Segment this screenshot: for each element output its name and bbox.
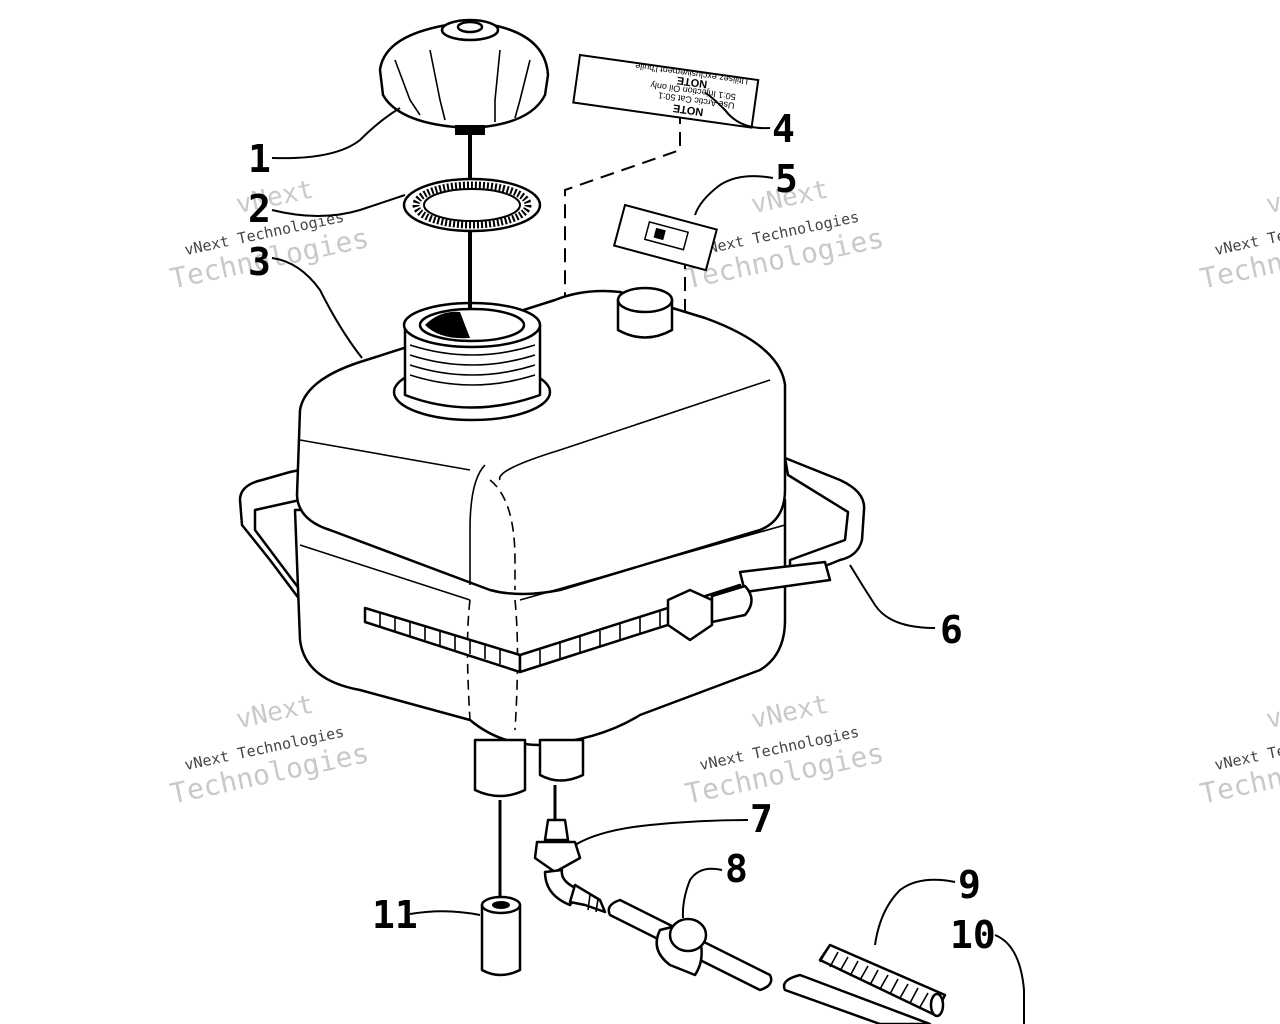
- callout-6: 6: [940, 608, 963, 652]
- callout-9: 9: [958, 863, 981, 907]
- part-11-grommet: [480, 800, 522, 977]
- leader-lines: [271, 92, 1025, 1024]
- watermark: vNext vNext Technologies Technologies: [1197, 690, 1280, 811]
- thread-lines: [409, 344, 536, 386]
- part-6-strap-band: [363, 560, 832, 674]
- part-8-hose-clamp: [607, 898, 932, 1024]
- part-1-filler-cap: [378, 18, 550, 190]
- part-9-spring-guard: [818, 943, 947, 1018]
- callout-10: 10: [950, 913, 996, 957]
- strap-serrations: [379, 611, 661, 665]
- svg-text:vNext: vNext: [748, 690, 831, 736]
- part-5-level-decal: [612, 203, 718, 272]
- svg-text:NOTE: NOTE: [676, 74, 708, 90]
- part-2-gasket: [402, 177, 542, 310]
- callout-11: 11: [372, 893, 418, 937]
- callout-2: 2: [248, 187, 271, 231]
- callout-7: 7: [750, 797, 773, 841]
- spring-coils: [819, 947, 929, 1008]
- watermark: vNext vNext Technologies Technologies: [167, 690, 372, 811]
- callout-labels: 1 2 3 4 5 6 7 8 9 10 11: [248, 107, 996, 957]
- svg-text:vNext: vNext: [1263, 690, 1280, 736]
- svg-text:NOTE: NOTE: [672, 102, 704, 118]
- part-3-oil-tank: [293, 286, 787, 798]
- decal-border: [572, 53, 760, 129]
- part-7-elbow-fitting: [533, 785, 607, 914]
- watermark: vNext vNext Technologies Technologies: [682, 690, 887, 811]
- watermark: vNext vNext Technologies Technologies: [1197, 175, 1280, 296]
- callout-8: 8: [725, 847, 748, 891]
- svg-text:vNext: vNext: [1263, 175, 1280, 221]
- part-4-note-decal: NOTE Use Arctic Cat 50:1 50:1 Injection …: [572, 53, 760, 129]
- callout-4: 4: [772, 107, 795, 151]
- svg-text:vNext: vNext: [233, 690, 316, 736]
- callout-5: 5: [775, 157, 798, 201]
- callout-1: 1: [248, 137, 271, 181]
- callout-3: 3: [248, 240, 271, 284]
- svg-text:vNext: vNext: [233, 175, 316, 221]
